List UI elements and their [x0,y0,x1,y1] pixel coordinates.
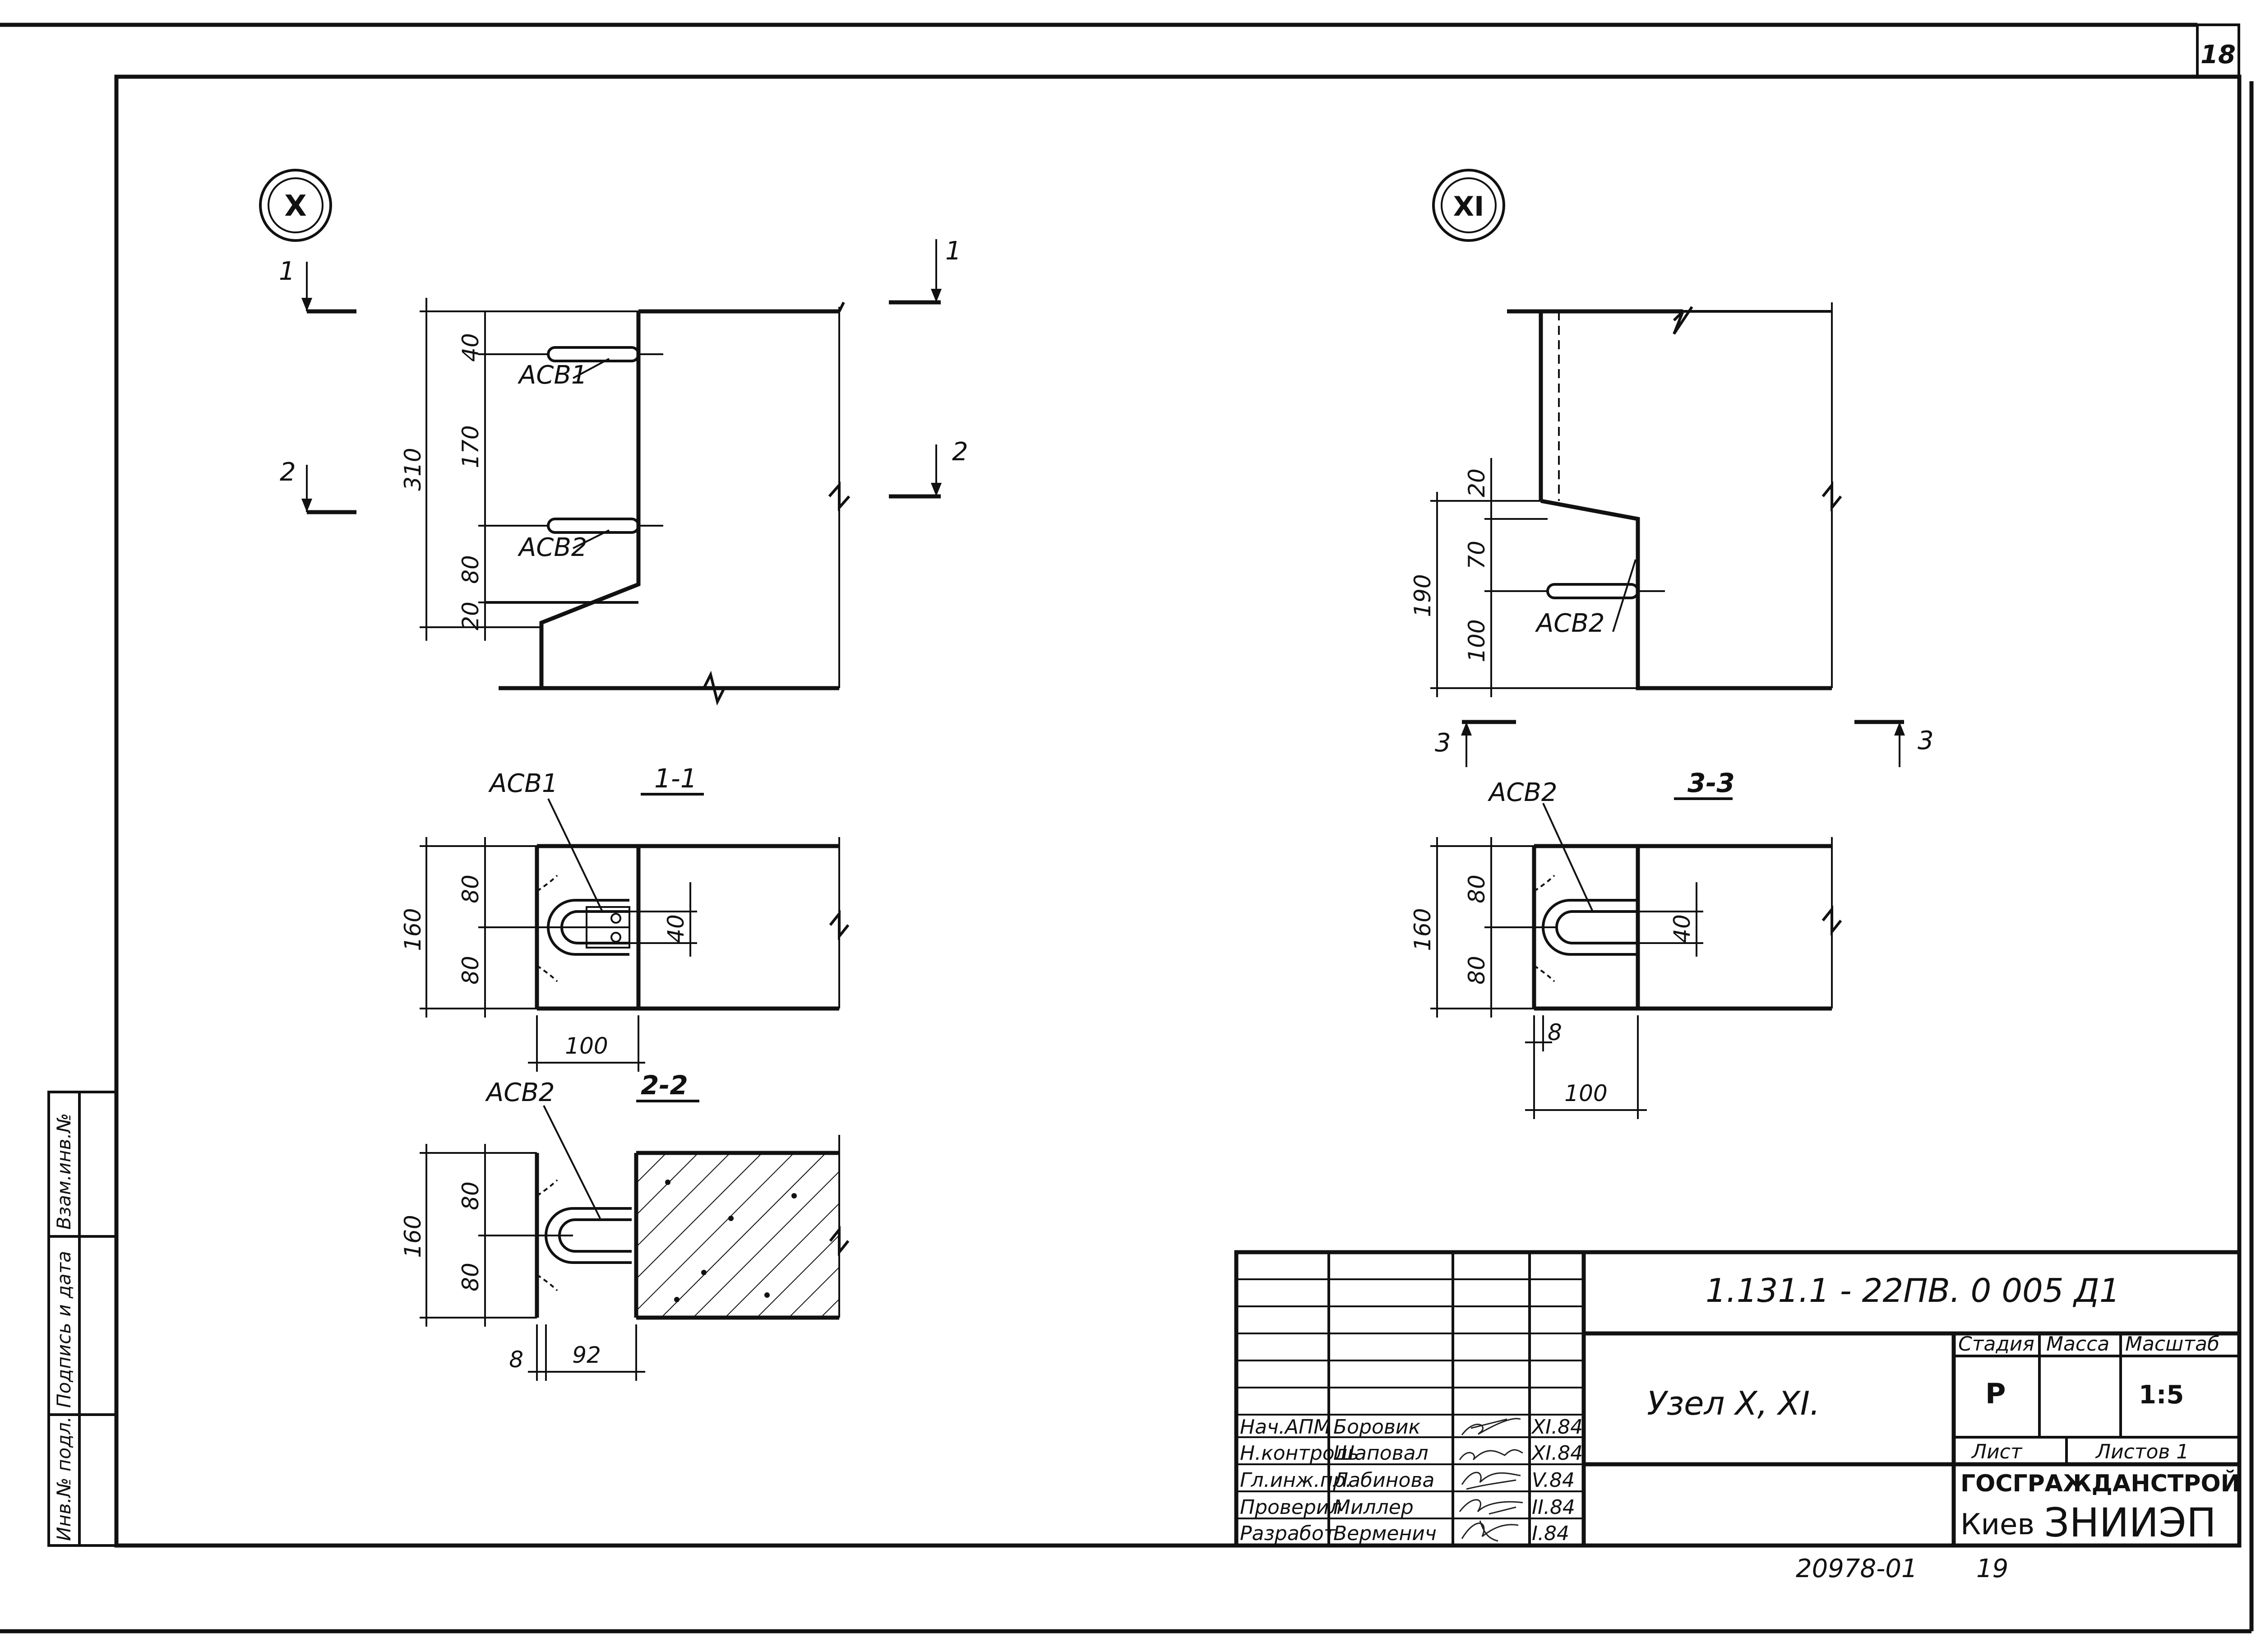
section-1-1: 1-1 АСВ1 80 80 160 40 10 [400,763,850,1072]
section-2-2-dim-8: 8 [509,1347,523,1373]
org-city: Киев [1960,1508,2034,1541]
side-label-podpis: Подпись и дата [53,1251,75,1408]
node-x-dim-80: 80 [458,555,484,584]
node-x-label-asv1: АСВ1 [518,361,587,390]
section-1-1-title: 1-1 [654,763,697,794]
section-mark-2-left: 2 [280,458,296,487]
staff-role-3: Проверил [1240,1496,1342,1519]
section-mark-1-right: 1 [945,236,962,266]
org-name: ЗНИИЭП [2044,1499,2216,1546]
staff-name-2: Лабинова [1332,1469,1434,1492]
node-xi-elevation: XI АСВ2 20 70 100 190 3 3 [1410,169,1934,767]
node-x-elevation: X АСВ1 АСВ2 40 170 80 20 310 [259,169,968,706]
signature-2 [1461,1472,1521,1490]
signature-0 [1461,1418,1521,1435]
staff-name-0: Боровик [1333,1416,1420,1439]
section-1-1-dim-100: 100 [565,1033,608,1059]
node-x-dim-40: 40 [458,333,484,362]
node-x-dim-310: 310 [400,448,426,491]
node-x-marker-text: X [284,190,306,223]
section-3-3-label: АСВ2 [1488,778,1557,807]
section-1-1-dim-80-bottom: 80 [458,956,484,985]
node-xi-marker-inner [1441,177,1497,233]
staff-name-1: Шаповал [1333,1442,1428,1465]
section-1-1-dim-40: 40 [663,914,689,943]
doc-code: 1.131.1 - 22ПВ. 0 005 Д1 [1706,1272,2120,1310]
section-2-2-dim-160: 160 [400,1215,426,1258]
section-3-3-dim-160: 160 [1410,908,1436,951]
node-xi-dim-20: 20 [1464,468,1490,497]
section-mark-2-right: 2 [952,437,968,467]
archive-page: 19 [1976,1554,2008,1583]
scale-header: Масштаб [2125,1333,2219,1356]
staff-date-1: XI.84 [1531,1442,1583,1465]
section-3-3-dim-80-top: 80 [1464,875,1490,903]
staff-role-4: Разработ [1240,1522,1336,1545]
section-2-2-title: 2-2 [641,1070,688,1101]
section-mark-3-right: 3 [1918,726,1934,755]
staff-name-4: Верменич [1333,1522,1437,1545]
staff-date-4: I.84 [1532,1522,1569,1545]
node-xi-marker-text: XI [1453,191,1484,222]
node-x-marker-outer [259,169,332,242]
node-x-label-asv2: АСВ2 [518,533,587,562]
staff-date-2: V.84 [1532,1469,1575,1492]
signature-1 [1459,1449,1523,1461]
page-number: 18 [2201,40,2236,69]
node-x-marker-inner [268,177,324,233]
section-3-3-dim-8: 8 [1548,1019,1562,1046]
section-3-3-dim-80-bottom: 80 [1464,956,1490,985]
scale-value: 1:5 [2139,1380,2184,1410]
signature-3 [1459,1499,1523,1515]
staff-role-2: Гл.инж.пр. [1240,1469,1352,1492]
section-1-1-label: АСВ1 [488,769,558,798]
sheets-label: Листов 1 [2095,1440,2189,1463]
signature-4 [1461,1520,1519,1542]
org-line-1: ГОСГРАЖДАНСТРОЙ [1960,1470,2240,1497]
section-2-2-dim-80-top: 80 [458,1181,484,1210]
section-3-3-title: 3-3 [1687,768,1735,798]
section-1-1-dim-160: 160 [400,908,426,951]
section-mark-3-left: 3 [1435,728,1451,758]
section-2-2-dim-92: 92 [572,1342,601,1368]
side-label-inv-podl: Инв.№ подл. [53,1416,75,1541]
section-2-2-label: АСВ2 [485,1078,555,1107]
mass-header: Масса [2046,1333,2109,1356]
node-x-dim-170: 170 [458,425,484,468]
section-2-2: 2-2 АСВ2 80 80 160 8 92 [400,1070,850,1381]
staff-role-0: Нач.АПМ [1240,1416,1331,1439]
stage-header: Стадия [1958,1333,2034,1356]
stage-value: Р [1985,1377,2006,1410]
section-3-3: 3-3 АСВ2 80 80 160 40 8 100 [1410,768,1842,1119]
section-3-3-dim-100: 100 [1564,1080,1607,1106]
sheet-label: Лист [1971,1440,2023,1463]
section-3-3-dim-40: 40 [1669,914,1695,943]
side-stamp: Инв.№ подл. Подпись и дата Взам.инв.№ [47,1091,118,1547]
staff-name-3: Миллер [1333,1496,1414,1519]
node-xi-marker-outer [1432,169,1505,242]
section-mark-1-left: 1 [279,257,295,286]
node-x-dim-20: 20 [458,602,484,630]
staff-date-3: II.84 [1532,1496,1575,1519]
node-xi-dim-190: 190 [1410,574,1436,617]
staff-role-1: Н.контроль [1240,1442,1359,1465]
staff-date-0: XI.84 [1531,1416,1583,1439]
sheet-frame: 18 [0,23,2254,1633]
archive-code: 20978-01 [1796,1554,1918,1583]
node-xi-dim-70: 70 [1464,541,1490,569]
node-xi-label-asv2: АСВ2 [1535,609,1604,638]
side-label-vzam: Взам.инв.№ [53,1113,75,1230]
section-1-1-dim-80-top: 80 [458,875,484,903]
node-xi-dim-100: 100 [1464,619,1490,662]
section-2-2-dim-80-bottom: 80 [458,1263,484,1291]
title-block: 1.131.1 - 22ПВ. 0 005 Д1 Узел X, XI. Ста… [1234,1250,2242,1548]
drawing-title: Узел X, XI. [1647,1384,1820,1422]
